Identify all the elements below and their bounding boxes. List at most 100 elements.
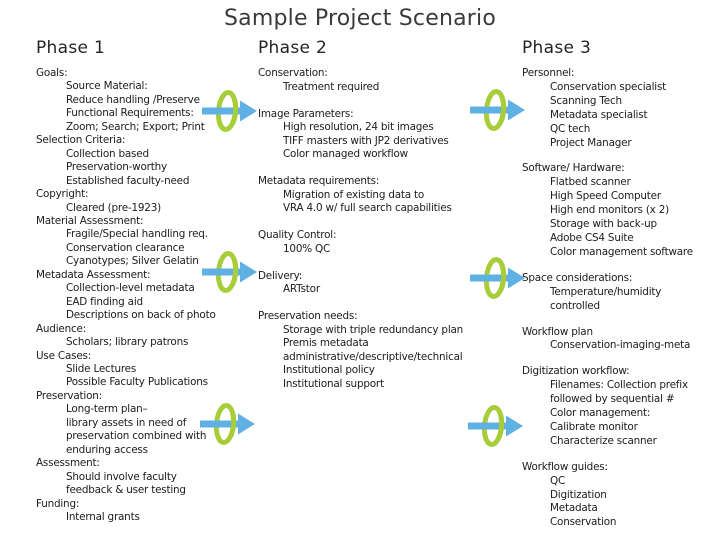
phase-3-heading: Phase 3 bbox=[522, 38, 592, 58]
ring-arrow-icon bbox=[470, 89, 525, 131]
section-label: Software/ Hardware: bbox=[522, 162, 625, 175]
section-label: Quality Control: bbox=[258, 229, 337, 241]
section-item: Treatment required bbox=[283, 80, 380, 93]
section-item: library assets in need of bbox=[66, 416, 187, 429]
section-item: Cleared (pre-1923) bbox=[66, 201, 161, 214]
section-item: Calibrate monitor bbox=[550, 420, 638, 433]
section-item: Established faculty-need bbox=[66, 174, 190, 187]
section-item: Metadata bbox=[550, 502, 598, 515]
section-label: Metadata requirements: bbox=[258, 175, 380, 187]
section-label: Copyright: bbox=[36, 188, 89, 201]
section-label: Workflow guides: bbox=[522, 460, 608, 473]
phase-section: Goals:Source Material:Reduce handling /P… bbox=[36, 67, 236, 134]
phase-section: Quality Control:100% QC bbox=[258, 229, 480, 256]
section-item: VRA 4.0 w/ full search capabilities bbox=[283, 202, 452, 214]
section-item: preservation combined with bbox=[66, 430, 207, 443]
section-item: Conservation specialist bbox=[550, 80, 667, 93]
section-label: Goals: bbox=[36, 67, 68, 79]
section-label: Assessment: bbox=[36, 457, 100, 470]
section-label: Material Assessment: bbox=[36, 214, 144, 227]
ring-arrow-icon bbox=[202, 251, 257, 293]
section-item: High Speed Computer bbox=[550, 190, 661, 203]
section-label: Preservation: bbox=[36, 389, 102, 402]
section-item: Adobe CS4 Suite bbox=[550, 231, 634, 244]
section-item: Zoom; Search; Export; Print bbox=[66, 120, 205, 133]
section-label: Space considerations: bbox=[522, 271, 633, 284]
section-item: ARTstor bbox=[283, 283, 320, 295]
section-item: Institutional support bbox=[283, 377, 384, 390]
phase-section: Metadata requirements:Migration of exist… bbox=[258, 175, 480, 216]
section-label: Audience: bbox=[36, 322, 86, 335]
section-label: Delivery: bbox=[258, 269, 303, 282]
phase-1-heading: Phase 1 bbox=[36, 38, 106, 58]
section-item: Collection-level metadata bbox=[66, 282, 195, 295]
section-item: enduring access bbox=[66, 443, 148, 456]
phase-section: Preservation:Long-term plan–library asse… bbox=[36, 390, 236, 457]
section-item: Characterize scanner bbox=[550, 434, 657, 447]
section-item: Digitization bbox=[550, 488, 607, 501]
section-item: 100% QC bbox=[283, 242, 331, 255]
section-item: Preservation-worthy bbox=[66, 161, 167, 174]
section-label: Digitization workflow: bbox=[522, 365, 630, 378]
section-item: Descriptions on back of photo bbox=[66, 309, 216, 322]
ring-arrow-icon bbox=[202, 90, 257, 132]
section-item: Color management: bbox=[550, 407, 651, 420]
section-item: Possible Faculty Publications bbox=[66, 376, 208, 389]
phase-section: Space considerations:Temperature/humidit… bbox=[522, 272, 720, 314]
section-item: Metadata specialist bbox=[550, 108, 648, 121]
section-item: Functional Requirements: bbox=[66, 107, 194, 120]
section-label: Use Cases: bbox=[36, 349, 92, 362]
section-item: Conservation clearance bbox=[66, 241, 185, 254]
section-item: Should involve faculty bbox=[66, 470, 177, 483]
section-item: Internal grants bbox=[66, 510, 140, 523]
phase-1-column: Phase 1 Goals:Source Material:Reduce han… bbox=[36, 38, 236, 524]
section-label: Workflow plan bbox=[522, 325, 593, 338]
phase-2-heading: Phase 2 bbox=[258, 38, 328, 58]
section-item: High resolution, 24 bit images bbox=[283, 121, 434, 133]
section-label: Conservation: bbox=[258, 67, 328, 79]
section-item: QC bbox=[550, 474, 566, 487]
section-item: controlled bbox=[550, 299, 600, 312]
section-label: Selection Criteria: bbox=[36, 134, 126, 147]
section-item: Institutional policy bbox=[283, 364, 375, 376]
section-item: EAD finding aid bbox=[66, 295, 143, 308]
section-label: Funding: bbox=[36, 497, 80, 510]
section-item: Scholars; library patrons bbox=[66, 336, 189, 349]
section-item: feedback & user testing bbox=[66, 484, 186, 497]
section-item: Collection based bbox=[66, 147, 149, 160]
section-item: Conservation-imaging-meta bbox=[550, 339, 691, 352]
phase-section: Material Assessment:Fragile/Special hand… bbox=[36, 215, 236, 269]
phase-section: Digitization workflow:Filenames: Collect… bbox=[522, 365, 720, 448]
section-item: QC tech bbox=[550, 122, 591, 135]
section-item: Temperature/humidity bbox=[550, 285, 662, 298]
section-item: Flatbed scanner bbox=[550, 176, 631, 189]
section-item: Conservation bbox=[550, 516, 617, 529]
phase-section: Conservation:Treatment required bbox=[258, 67, 480, 94]
section-item: Reduce handling /Preserve bbox=[66, 93, 200, 106]
section-item: administrative/descriptive/technical bbox=[283, 350, 463, 363]
ring-arrow-icon bbox=[470, 257, 525, 299]
section-label: Image Parameters: bbox=[258, 107, 354, 120]
section-item: Scanning Tech bbox=[550, 94, 622, 107]
section-item: Long-term plan– bbox=[66, 403, 148, 416]
ring-arrow-icon bbox=[200, 403, 255, 445]
section-item: Migration of existing data to bbox=[283, 188, 425, 201]
section-item: followed by sequential # bbox=[550, 393, 675, 406]
phase-section: Audience:Scholars; library patrons bbox=[36, 323, 236, 350]
phase-section: Image Parameters:High resolution, 24 bit… bbox=[258, 108, 480, 162]
section-item: Storage with triple redundancy plan bbox=[283, 323, 464, 336]
section-item: Source Material: bbox=[66, 80, 148, 93]
section-item: TIFF masters with JP2 derivatives bbox=[283, 134, 449, 147]
section-item: Project Manager bbox=[550, 136, 632, 149]
section-item: High end monitors (x 2) bbox=[550, 204, 670, 217]
phase-section: Funding:Internal grants bbox=[36, 498, 236, 525]
